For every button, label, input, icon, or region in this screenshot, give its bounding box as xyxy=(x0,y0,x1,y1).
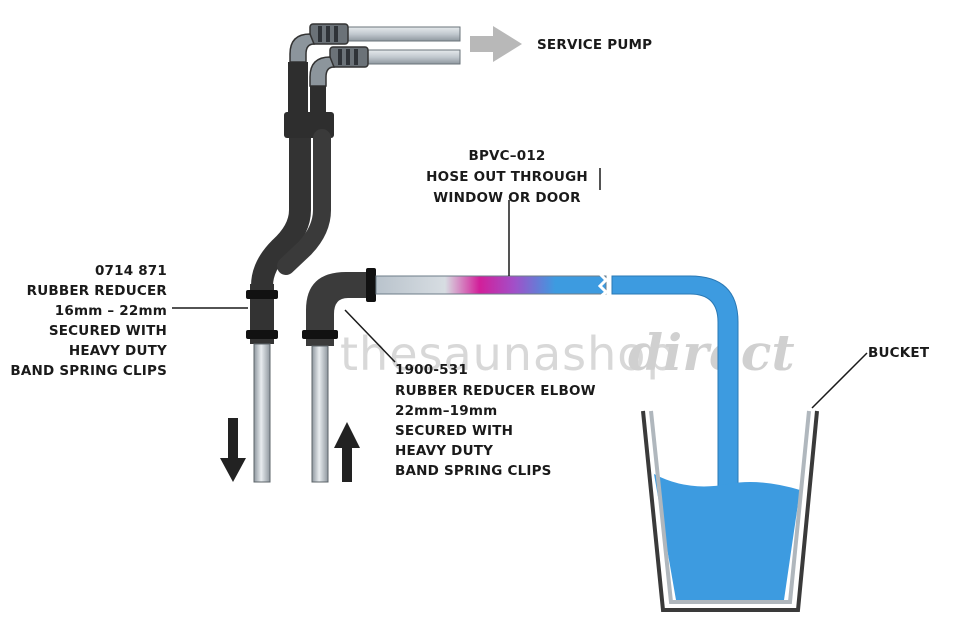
elbow-line1-label: RUBBER REDUCER ELBOW xyxy=(395,383,596,399)
rubber-reducer-elbow xyxy=(302,268,376,483)
black-hoses xyxy=(251,62,334,287)
reducer-code-label: 0714 871 xyxy=(95,263,167,279)
reducer-line2-label: 16mm – 22mm xyxy=(55,303,167,319)
reducer-line4-label: HEAVY DUTY xyxy=(69,343,167,359)
watermark: thesaunashop direct xyxy=(340,323,795,382)
watermark-text-light: thesaunashop xyxy=(340,327,677,381)
flow-down-arrow-icon xyxy=(220,418,246,482)
bucket-label: BUCKET xyxy=(868,345,930,361)
flow-up-arrow-icon xyxy=(334,422,360,482)
service-pump-label: SERVICE PUMP xyxy=(537,37,652,53)
elbow-line2-label: 22mm–19mm xyxy=(395,403,497,419)
outlet-hose xyxy=(375,272,739,507)
bucket xyxy=(641,410,819,612)
leader-lines xyxy=(172,168,868,409)
hose-line2-label: WINDOW OR DOOR xyxy=(433,190,581,206)
elbow-line3-label: SECURED WITH xyxy=(395,423,513,439)
elbow-line4-label: HEAVY DUTY xyxy=(395,443,493,459)
rubber-reducer-left xyxy=(246,284,278,483)
service-pump-arrow-icon xyxy=(470,26,522,62)
reducer-line1-label: RUBBER REDUCER xyxy=(27,283,168,299)
hose-code-label: BPVC–012 xyxy=(468,148,545,164)
reducer-line5-label: BAND SPRING CLIPS xyxy=(10,363,167,379)
hose-line1-label: HOSE OUT THROUGH xyxy=(426,169,588,185)
watermark-text-bold: direct xyxy=(628,323,795,382)
elbow-line5-label: BAND SPRING CLIPS xyxy=(395,463,552,479)
elbow-code-label: 1900-531 xyxy=(395,362,468,378)
pump-connection-pipes xyxy=(289,23,461,87)
reducer-line3-label: SECURED WITH xyxy=(49,323,167,339)
